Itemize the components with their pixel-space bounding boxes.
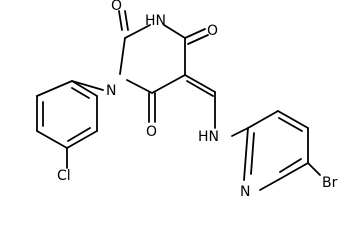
bond-py1 [247,110,279,129]
bond-c5-ch-2 [186,80,214,97]
bond-py4 [277,162,309,181]
atom-nh-ring: HN [145,13,166,29]
bond-ar3 [36,130,68,149]
atom-o-right: O [207,23,218,39]
bond-n1-c2 [119,37,126,75]
bond-ar-inner3 [71,87,90,99]
bond-c2-o [118,10,123,31]
atom-o-mid: O [146,124,157,140]
atom-cl: Cl [57,168,71,184]
bond-c6-n1 [126,79,153,94]
atom-n-ring: N [106,83,116,99]
bonds [36,10,321,191]
molecule-diagram: O HN O N O HN N Br Cl [36,0,338,200]
atom-br: Br [322,175,338,191]
bond-py-br [307,162,321,176]
bond-py5 [259,179,279,191]
atom-nh-link: HN [198,129,219,145]
bond-n1-aryl [71,80,104,91]
atom-labels: O HN O N O HN N Br Cl [57,0,338,200]
bond-py-inner1 [278,117,303,132]
bond-nh-pyc [231,127,249,137]
bond-c4-o [184,28,206,39]
bond-c5-c6 [151,74,186,94]
bond-c4-o-2 [187,34,209,45]
bond-n3-c4 [163,24,186,39]
bond-py2 [277,110,309,129]
bond-py6 [243,127,249,181]
bond-py-inner2 [279,158,302,173]
atom-n-pyridine: N [240,184,250,200]
bond-c2-o-2 [124,10,129,31]
bond-ar6 [71,80,98,97]
atom-o-top: O [111,0,122,14]
bond-ar1 [36,80,73,97]
bond-py-inner3 [250,132,255,175]
bond-c5-ch [184,74,216,93]
bond-ar-inner2 [67,127,91,142]
bond-c2-n3 [124,24,151,39]
bond-ar4 [66,130,98,149]
structure-drawing: O HN O N O HN N Br Cl [36,0,338,200]
